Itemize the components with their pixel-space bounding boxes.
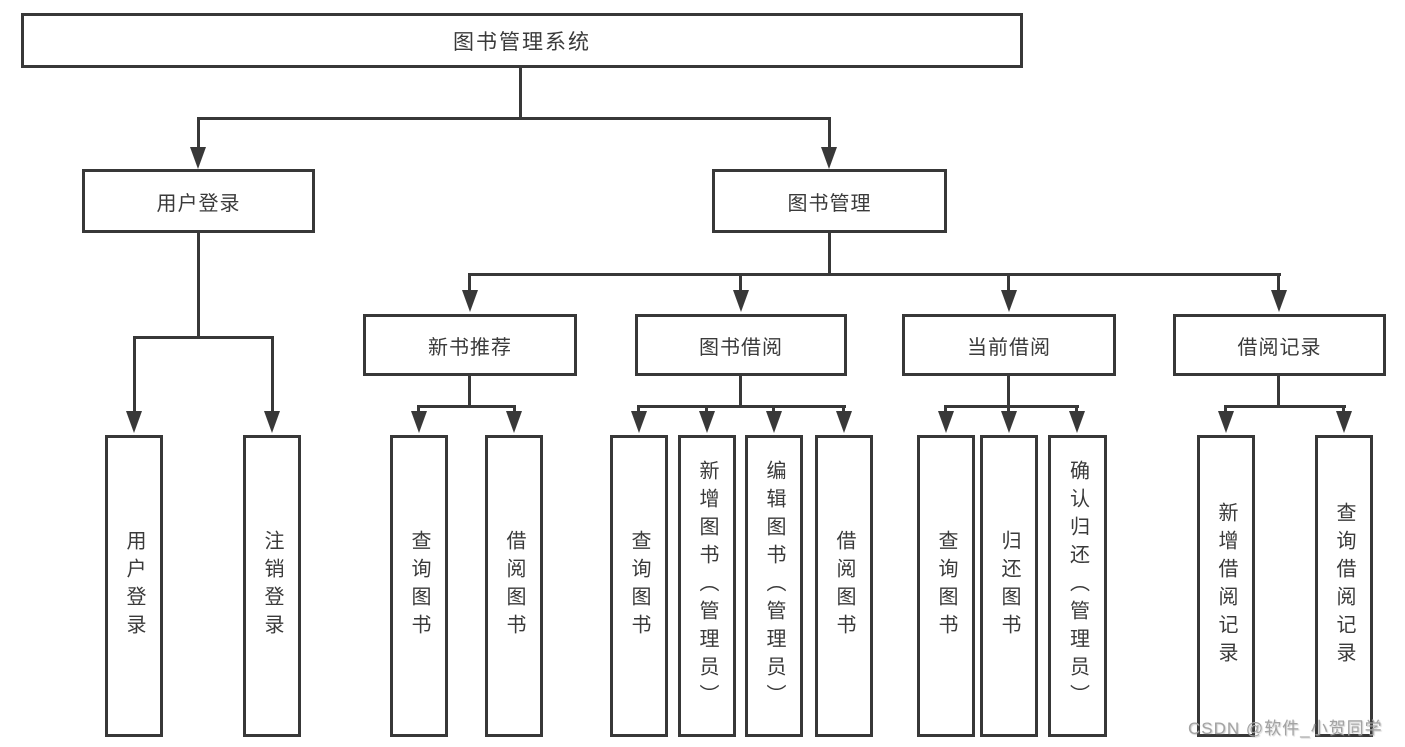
leaf-logout-login: 注销登录 — [243, 435, 301, 737]
leaf-add-borrow-record-label: 新增借阅记录 — [1215, 502, 1237, 670]
node-root: 图书管理系统 — [21, 13, 1023, 68]
node-book-management: 图书管理 — [712, 169, 947, 233]
leaf-query-books-borrowing-label: 查询图书 — [628, 530, 650, 642]
arrowhead-icon — [766, 411, 782, 433]
connector-vline — [1277, 273, 1280, 292]
arrowhead-icon — [462, 290, 478, 312]
node-book-borrowing: 图书借阅 — [635, 314, 847, 376]
arrowhead-icon — [733, 290, 749, 312]
node-user-login-label: 用户登录 — [156, 192, 241, 215]
connector-hline — [944, 405, 1079, 408]
leaf-edit-book-admin-label: 编辑图书（管理员） — [763, 460, 785, 712]
leaf-logout-login-label: 注销登录 — [261, 530, 283, 642]
arrowhead-icon — [1218, 411, 1234, 433]
leaf-borrow-books-recommend: 借阅图书 — [485, 435, 543, 737]
node-new-book-recommendation: 新书推荐 — [363, 314, 577, 376]
leaf-add-borrow-record: 新增借阅记录 — [1197, 435, 1255, 737]
leaf-query-books-current: 查询图书 — [917, 435, 975, 737]
arrowhead-icon — [938, 411, 954, 433]
connector-vline — [772, 405, 775, 415]
arrowhead-icon — [190, 147, 206, 169]
node-book-borrowing-label: 图书借阅 — [699, 336, 783, 359]
connector-hline — [637, 405, 846, 408]
connector-vline — [637, 405, 640, 415]
connector-vline — [1075, 405, 1078, 415]
connector-vline — [1007, 405, 1010, 415]
connector-vline — [417, 405, 420, 415]
leaf-query-borrow-record-label: 查询借阅记录 — [1333, 502, 1355, 670]
leaf-query-books-current-label: 查询图书 — [935, 530, 957, 642]
node-borrowing-records-label: 借阅记录 — [1237, 336, 1322, 359]
node-current-borrowing-label: 当前借阅 — [967, 336, 1051, 359]
leaf-add-book-admin: 新增图书（管理员） — [678, 435, 736, 737]
connector-vline — [828, 233, 831, 275]
node-current-borrowing: 当前借阅 — [902, 314, 1116, 376]
leaf-user-login: 用户登录 — [105, 435, 163, 737]
leaf-query-borrow-record: 查询借阅记录 — [1315, 435, 1373, 737]
leaf-query-books-recommend: 查询图书 — [390, 435, 448, 737]
connector-vline — [739, 273, 742, 292]
connector-vline — [271, 336, 274, 413]
connector-vline — [828, 117, 831, 149]
connector-vline — [1007, 273, 1010, 292]
arrowhead-icon — [126, 411, 142, 433]
connector-hline — [197, 117, 831, 120]
node-user-login: 用户登录 — [82, 169, 315, 233]
watermark: CSDN @软件_小贺同学 — [1188, 719, 1383, 738]
arrowhead-icon — [1271, 290, 1287, 312]
connector-vline — [468, 376, 471, 407]
arrowhead-icon — [1336, 411, 1352, 433]
connector-vline — [1007, 376, 1010, 407]
leaf-edit-book-admin: 编辑图书（管理员） — [745, 435, 803, 737]
arrowhead-icon — [821, 147, 837, 169]
connector-hline — [133, 336, 274, 339]
connector-vline — [1224, 405, 1227, 415]
connector-vline — [468, 273, 471, 292]
connector-vline — [1342, 405, 1345, 415]
leaf-query-books-recommend-label: 查询图书 — [408, 530, 430, 642]
connector-hline — [1224, 405, 1346, 408]
leaf-borrow-books-borrowing-label: 借阅图书 — [833, 530, 855, 642]
connector-vline — [133, 336, 136, 413]
connector-vline — [705, 405, 708, 415]
arrowhead-icon — [699, 411, 715, 433]
connector-vline — [1277, 376, 1280, 407]
node-new-book-recommendation-label: 新书推荐 — [428, 336, 512, 359]
connector-vline — [513, 405, 516, 415]
leaf-confirm-return-admin: 确认归还（管理员） — [1048, 435, 1107, 737]
arrowhead-icon — [836, 411, 852, 433]
leaf-borrow-books-borrowing: 借阅图书 — [815, 435, 873, 737]
arrowhead-icon — [1069, 411, 1085, 433]
connector-vline — [842, 405, 845, 415]
leaf-borrow-books-recommend-label: 借阅图书 — [503, 530, 525, 642]
connector-vline — [944, 405, 947, 415]
arrowhead-icon — [1001, 411, 1017, 433]
leaf-return-books: 归还图书 — [980, 435, 1038, 737]
arrowhead-icon — [631, 411, 647, 433]
connector-hline — [417, 405, 516, 408]
connector-hline — [469, 273, 1281, 276]
connector-vline — [519, 68, 522, 117]
node-borrowing-records: 借阅记录 — [1173, 314, 1386, 376]
node-root-label: 图书管理系统 — [453, 30, 591, 54]
arrowhead-icon — [411, 411, 427, 433]
connector-vline — [197, 117, 200, 149]
node-book-management-label: 图书管理 — [787, 192, 872, 215]
arrowhead-icon — [1001, 290, 1017, 312]
arrowhead-icon — [264, 411, 280, 433]
leaf-user-login-label: 用户登录 — [123, 530, 145, 642]
leaf-confirm-return-admin-label: 确认归还（管理员） — [1066, 460, 1089, 712]
leaf-add-book-admin-label: 新增图书（管理员） — [696, 460, 718, 712]
connector-vline — [197, 233, 200, 336]
arrowhead-icon — [506, 411, 522, 433]
connector-vline — [739, 376, 742, 407]
leaf-return-books-label: 归还图书 — [998, 530, 1020, 642]
leaf-query-books-borrowing: 查询图书 — [610, 435, 668, 737]
